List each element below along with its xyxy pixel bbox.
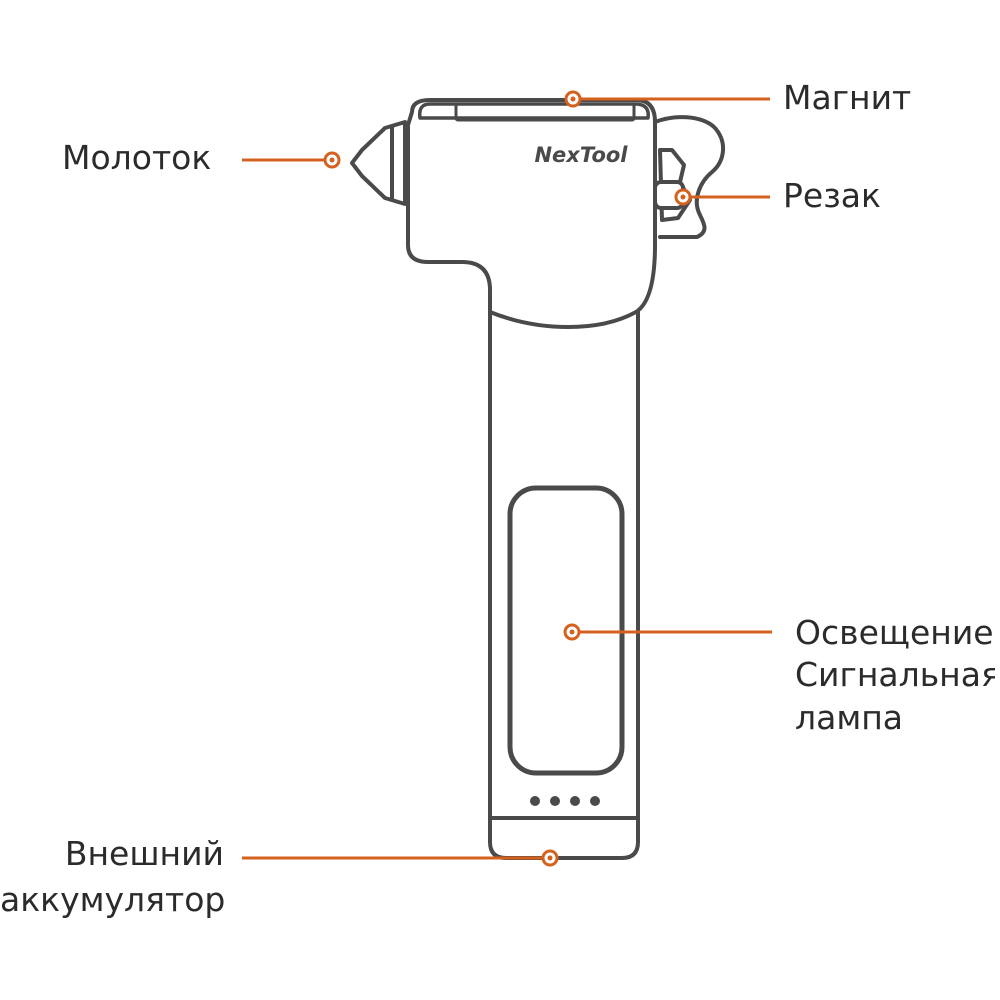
callout-cutter bbox=[674, 188, 770, 206]
callout-hammer bbox=[242, 151, 341, 169]
label-battery-line-1: Внешний bbox=[64, 836, 224, 873]
callout-magnet bbox=[564, 90, 770, 108]
callout-light bbox=[563, 623, 772, 641]
label-battery-line-2: аккумулятор bbox=[0, 880, 224, 919]
magnet-rim bbox=[417, 102, 650, 120]
label-hammer: Молоток bbox=[62, 138, 212, 177]
label-light-line-3: лампа bbox=[795, 697, 904, 736]
label-light: Освещение Сигнальная лампа bbox=[795, 615, 995, 736]
brand-logo: NexTool bbox=[534, 143, 628, 167]
cutter-hook bbox=[643, 115, 725, 239]
label-battery: Внешний аккумулятор bbox=[0, 836, 224, 919]
indicator-dot bbox=[530, 796, 540, 806]
magnet-plate bbox=[454, 102, 636, 122]
callout-battery bbox=[242, 849, 559, 867]
indicator-dot bbox=[550, 796, 560, 806]
label-light-line-1: Освещение bbox=[795, 615, 994, 652]
battery-indicator bbox=[530, 796, 600, 806]
label-cutter: Резак bbox=[783, 176, 881, 215]
indicator-dot bbox=[570, 796, 580, 806]
hammer-tip bbox=[350, 120, 407, 206]
tool-head bbox=[406, 98, 657, 329]
indicator-dot bbox=[590, 796, 600, 806]
label-light-line-2: Сигнальная bbox=[795, 655, 995, 695]
label-magnet: Магнит bbox=[783, 78, 912, 117]
